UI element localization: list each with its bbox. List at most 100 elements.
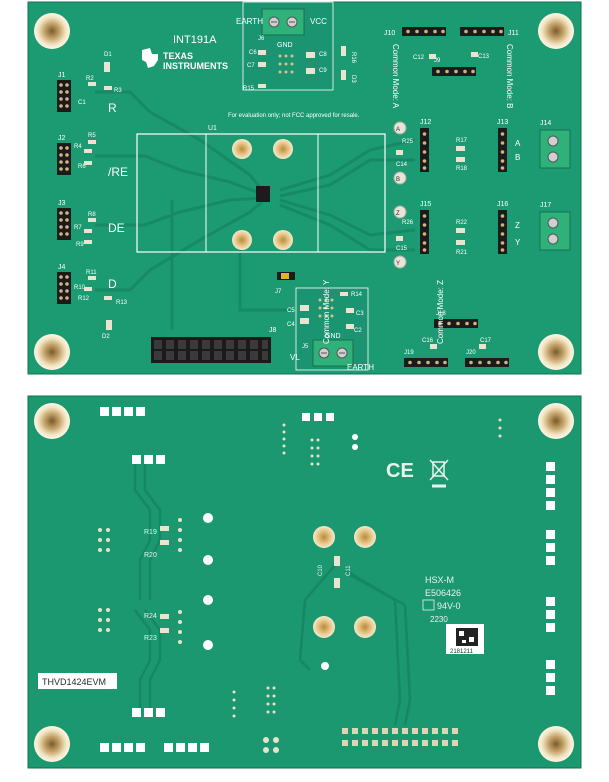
refdes-j6: J6 <box>258 36 265 42</box>
ti-logo-icon <box>142 48 158 68</box>
refdes-c4: C4 <box>287 322 295 328</box>
refdes-r26: R26 <box>402 220 414 226</box>
refdes-j20: J20 <box>466 350 476 356</box>
refdes-c11: C11 <box>346 565 352 576</box>
refdes-r15: R15 <box>243 86 255 92</box>
ti-logo: TEXAS INSTRUMENTS <box>142 48 228 71</box>
label-b: B <box>515 153 520 162</box>
label-vl: VL <box>290 353 300 362</box>
terminal-block-j17 <box>539 211 571 251</box>
refdes-c16: C16 <box>422 338 434 344</box>
refdes-r8: R8 <box>88 212 96 218</box>
weee-bin-icon <box>429 459 449 488</box>
right-top-headers <box>402 27 504 76</box>
label-earth-bottom: EARTH <box>347 363 374 372</box>
ti-brand-line2: INSTRUMENTS <box>163 61 228 71</box>
refdes-c8: C8 <box>319 52 327 58</box>
test-pad-icon <box>313 616 335 638</box>
refdes-r6: R6 <box>78 164 86 170</box>
test-pad-icon <box>354 616 376 638</box>
refdes-r12: R12 <box>78 296 90 302</box>
refdes-r17: R17 <box>456 138 468 144</box>
label-a-cap: A <box>396 127 400 133</box>
refdes-r4: R4 <box>74 144 82 150</box>
refdes-c3: C3 <box>356 311 364 317</box>
refdes-r16: R16 <box>350 52 356 64</box>
refdes-r20: R20 <box>144 552 157 559</box>
refdes-r25: R25 <box>402 139 414 145</box>
mounting-hole-icon <box>34 726 70 762</box>
refdes-j12: J12 <box>420 119 431 126</box>
refdes-c17: C17 <box>480 338 492 344</box>
refdes-j4: J4 <box>58 264 66 271</box>
refdes-j8: J8 <box>269 327 277 334</box>
refdes-j3: J3 <box>58 200 66 207</box>
refdes-j10: J10 <box>384 30 395 37</box>
refdes-r9: R9 <box>76 242 84 248</box>
refdes-c1: C1 <box>78 100 86 106</box>
refdes-r11: R11 <box>86 270 97 276</box>
terminal-block-top <box>261 8 305 36</box>
signal-label-d: D <box>108 277 117 291</box>
signal-label-r: R <box>108 101 117 115</box>
refdes-c15: C15 <box>396 246 408 252</box>
refdes-r19: R19 <box>144 529 157 536</box>
refdes-r22: R22 <box>456 220 468 226</box>
u1-ic <box>256 186 270 202</box>
test-pad-icon <box>273 230 293 250</box>
refdes-j19: J19 <box>404 350 414 356</box>
refdes-j9: J9 <box>434 58 441 64</box>
label-y-cap: Y <box>396 261 400 267</box>
isolation-outline <box>136 133 386 253</box>
mfg-number: E506426 <box>425 588 461 598</box>
mounting-hole-icon <box>34 403 70 439</box>
refdes-j17: J17 <box>540 202 551 209</box>
model-sticker <box>38 673 117 689</box>
refdes-j15: J15 <box>420 201 431 208</box>
label-a: A <box>515 139 521 148</box>
u1-label: U1 <box>208 125 217 132</box>
model-label: THVD1424EVM <box>42 677 106 687</box>
test-pad-icon <box>232 139 252 159</box>
fcc-notice: For evaluation only; not FCC approved fo… <box>228 113 360 119</box>
connector-pads-bottom <box>342 728 458 746</box>
label-z-cap: Z <box>396 211 400 217</box>
refdes-r24: R24 <box>144 613 157 620</box>
label-vcc-top: VCC <box>310 17 327 26</box>
mode-b-label: Common Mode: B <box>505 44 514 108</box>
refdes-r7: R7 <box>74 225 82 231</box>
refdes-j16: J16 <box>497 201 508 208</box>
refdes-r2: R2 <box>86 76 94 82</box>
mounting-hole-icon <box>34 13 70 49</box>
signal-label-re: /RE <box>108 165 128 179</box>
ti-brand-line1: TEXAS <box>163 51 193 61</box>
refdes-r13: R13 <box>116 300 128 306</box>
mounting-hole-icon <box>538 403 574 439</box>
refdes-r23: R23 <box>144 635 157 642</box>
refdes-c14: C14 <box>396 162 408 168</box>
refdes-d3: D3 <box>350 75 356 83</box>
refdes-r14: R14 <box>351 292 363 298</box>
refdes-r3: R3 <box>114 88 122 94</box>
signal-label-de: DE <box>108 221 125 235</box>
bottom-pcb-substrate <box>28 396 581 768</box>
test-pad-icon <box>354 526 376 548</box>
label-gnd-bottom: GND <box>325 333 341 340</box>
test-pad-icon <box>313 526 335 548</box>
refdes-c7: C7 <box>247 63 255 69</box>
right-bottom-headers <box>404 319 509 367</box>
refdes-c12: C12 <box>413 55 425 61</box>
terminal-block-j14 <box>539 129 571 169</box>
refdes-r5: R5 <box>88 133 96 139</box>
refdes-j7: J7 <box>275 289 282 295</box>
part-label: INT191A <box>173 34 217 46</box>
label-b-cap: B <box>396 177 400 183</box>
refdes-j13: J13 <box>497 119 508 126</box>
refdes-c2: C2 <box>354 328 362 334</box>
mode-z-label: Common Mode: Z <box>436 280 445 344</box>
label-earth-top: EARTH <box>236 17 263 26</box>
mode-a-label: Common Mode: A <box>391 44 400 109</box>
ul-mark-icon <box>422 599 435 611</box>
mounting-hole-icon <box>538 334 574 370</box>
refdes-d2: D2 <box>102 334 110 340</box>
